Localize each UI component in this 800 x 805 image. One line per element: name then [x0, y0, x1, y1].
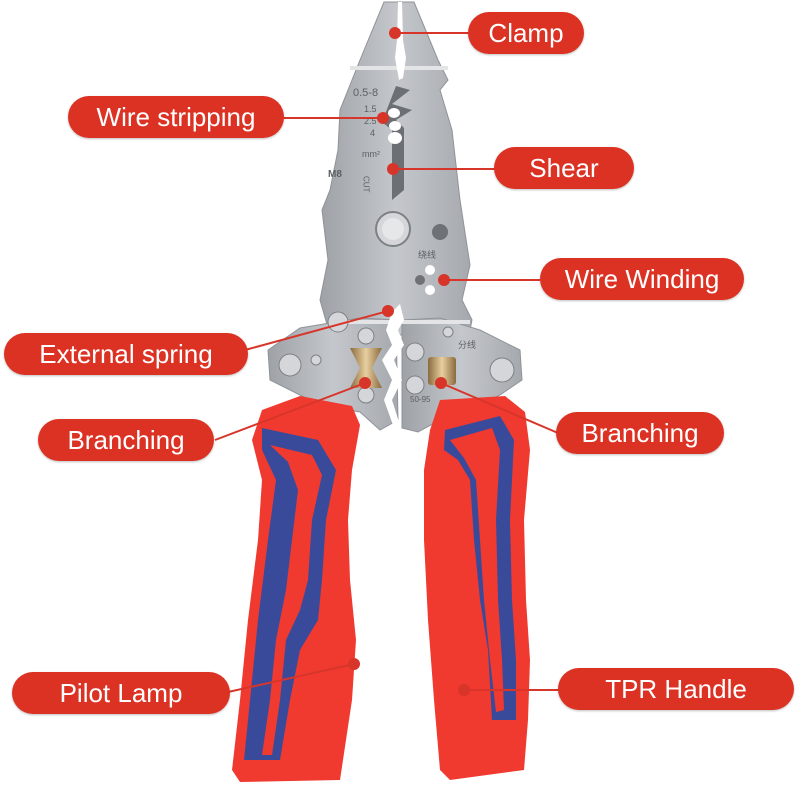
- callout-clamp: Clamp: [468, 12, 584, 54]
- anchor-branching-left: [359, 377, 371, 389]
- etch-thread: M8: [328, 169, 342, 180]
- etch-range: 0.5-8: [353, 87, 378, 99]
- branching-spool: [350, 348, 382, 388]
- winding-hole-3: [425, 285, 435, 295]
- external-spring-gap: [382, 304, 404, 428]
- etch-gauge-2: 2.5: [364, 116, 377, 126]
- branching-knurl: [428, 357, 456, 385]
- leader-branching-left: [214, 382, 366, 441]
- callout-wire-stripping: Wire stripping: [68, 96, 284, 138]
- anchor-wire-winding: [438, 274, 450, 286]
- anchor-branching-right: [435, 377, 447, 389]
- anchor-wire-stripping: [377, 112, 389, 124]
- right-head-plate: [401, 317, 523, 433]
- pivot-bolt-cap: [382, 218, 404, 240]
- winding-hole-1: [425, 265, 435, 275]
- etch-branch-range: 50-95: [410, 395, 431, 404]
- anchor-pilot-lamp: [348, 658, 360, 670]
- callout-branching-left: Branching: [38, 419, 214, 461]
- strip-hole-2: [389, 121, 401, 131]
- callout-wire-winding: Wire Winding: [540, 258, 744, 300]
- pivot-hole: [432, 224, 448, 240]
- strip-hole-1: [388, 108, 400, 118]
- callout-shear: Shear: [494, 147, 634, 189]
- winding-hole-4: [415, 275, 425, 285]
- leader-external-spring: [244, 310, 389, 351]
- leader-branching-right: [440, 382, 559, 434]
- clamp-gap: [395, 2, 406, 80]
- etch-gauge-3: 4: [370, 128, 375, 138]
- etch-branching: 分线: [458, 339, 476, 350]
- anchor-clamp: [389, 27, 401, 39]
- leader-pilot-lamp: [227, 663, 355, 693]
- callout-tpr-handle: TPR Handle: [558, 668, 794, 710]
- leader-lines: [214, 27, 560, 696]
- anchor-tpr-handle: [458, 684, 470, 696]
- etch-gauge-1: 1.5: [364, 104, 377, 114]
- strip-hole-3: [388, 132, 402, 144]
- callout-external-spring: External spring: [4, 333, 248, 375]
- callout-branching-right: Branching: [556, 412, 724, 454]
- etch-winding: 绕线: [418, 249, 436, 260]
- anchor-external-spring: [382, 305, 394, 317]
- left-handle-stripe: [262, 445, 322, 755]
- etch-cut: CUT: [362, 176, 371, 193]
- anchor-shear: [387, 163, 399, 175]
- etch-unit: mm²: [362, 149, 380, 159]
- callout-pilot-lamp: Pilot Lamp: [12, 672, 230, 714]
- right-handle-stripe: [450, 428, 504, 712]
